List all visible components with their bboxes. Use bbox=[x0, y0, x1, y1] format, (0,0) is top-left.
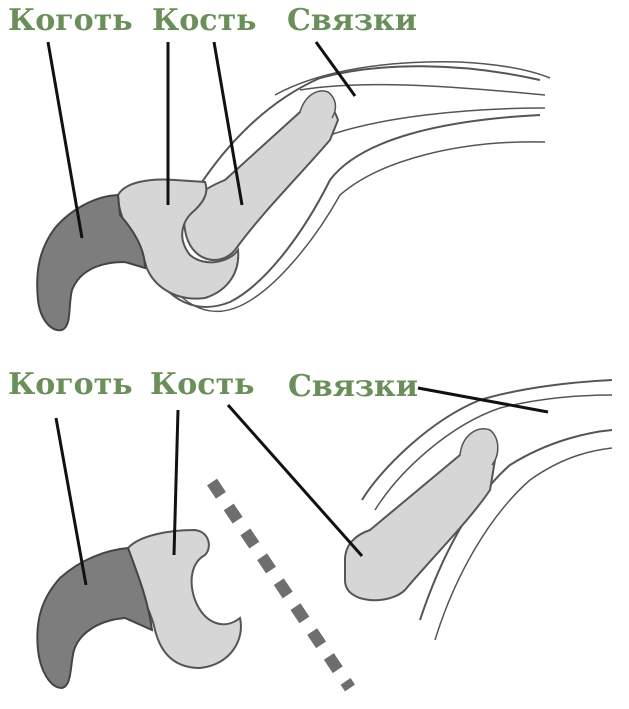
top-toe-outer-outline bbox=[149, 114, 541, 308]
label-claw-bottom: Коготь bbox=[8, 367, 133, 402]
bottom-panel bbox=[36, 379, 613, 692]
bottom-bone-joint bbox=[459, 428, 499, 466]
top-claw bbox=[36, 193, 147, 332]
label-ligaments-top: Связки bbox=[287, 3, 417, 38]
top-claw-bone bbox=[116, 178, 240, 300]
bottom-bone-leader bbox=[172, 409, 180, 556]
bottom-claw-leader bbox=[54, 417, 88, 586]
top-toe-upper-outline bbox=[199, 65, 541, 186]
bottom-claw-bone bbox=[126, 528, 242, 670]
top-toe-upper-outline-2 bbox=[274, 61, 551, 96]
top-ligament-leader-bone bbox=[212, 41, 244, 206]
top-ligament-band bbox=[329, 107, 546, 136]
top-bone-joint bbox=[299, 90, 337, 119]
cut-line bbox=[207, 478, 355, 692]
bottom-bone-shaft bbox=[344, 443, 497, 602]
label-claw-top: Коготь bbox=[8, 3, 133, 38]
bottom-toe-lower-outline-2 bbox=[434, 447, 613, 641]
top-panel bbox=[36, 41, 551, 332]
label-bone-top: Кость bbox=[152, 3, 257, 38]
bottom-bone-leader-2 bbox=[226, 404, 364, 557]
bottom-ligament-leader bbox=[417, 386, 549, 414]
label-bone-bottom: Кость bbox=[150, 367, 255, 402]
label-ligaments-bottom: Связки bbox=[288, 369, 418, 404]
bottom-claw bbox=[36, 546, 154, 690]
top-toe-outer-outline-2 bbox=[159, 141, 546, 312]
top-claw-leader bbox=[46, 41, 84, 239]
bottom-toe-outer-outline-2 bbox=[374, 394, 613, 511]
top-ligament-band-2 bbox=[299, 83, 546, 96]
top-bone-shaft bbox=[183, 101, 340, 261]
top-ligament-leader bbox=[314, 41, 357, 97]
bottom-toe-lower-outline bbox=[419, 429, 613, 621]
